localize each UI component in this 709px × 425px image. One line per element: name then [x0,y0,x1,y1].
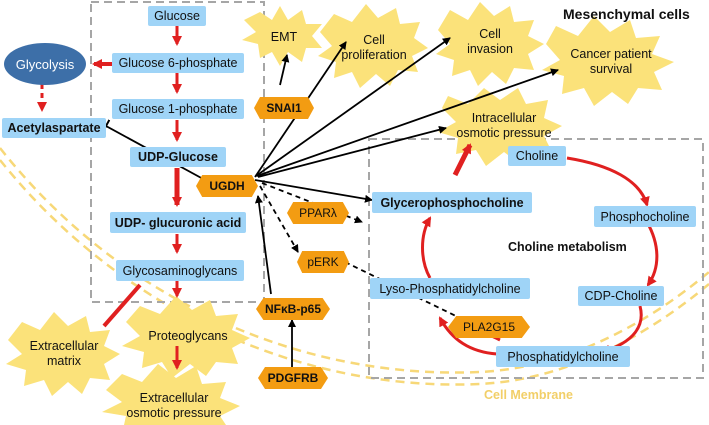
cancer-survival-label: Cancer patient survival [570,47,652,76]
cell-proliferation-label: Cell proliferation [341,33,407,62]
glucose-6-phosphate-node: Glucose 6-phosphate [112,53,244,73]
perk-node: pERK [297,251,349,273]
cdp-choline-node: CDP-Choline [578,286,664,306]
proliferation-burst [318,4,428,88]
pla2g15-node: PLA2G15 [448,316,530,338]
snai1-node: SNAI1 [254,97,314,119]
extracellular-osmotic-label: Extracellular osmotic pressure [126,391,222,420]
ppar-node: PPARλ [287,202,349,224]
udp-glucuronic-acid-node: UDP- glucuronic acid [110,212,246,233]
diagram-title: Mesenchymal cells [563,6,690,22]
nfkb-p65-node: NFκB-p65 [256,298,330,320]
intracellular-osmotic-label: Intracellular osmotic pressure [456,111,552,140]
glycosaminoglycans-node: Glycosaminoglycans [116,260,244,281]
glycolysis-node: Glycolysis [4,43,86,85]
glucose-pathway-arrows [37,26,473,370]
glucose-node: Glucose [148,6,206,26]
ecm-burst [6,312,120,396]
choline-metabolism-region [368,138,704,379]
choline-metabolism-label: Choline metabolism [508,240,627,254]
acetylaspartate-node: Acetylaspartate [2,118,106,138]
choline-node: Choline [508,146,566,166]
phosphocholine-node: Phosphocholine [594,206,696,227]
glucose-1-phosphate-node: Glucose 1-phosphate [112,99,244,119]
udp-glucose-node: UDP-Glucose [130,147,226,167]
cell-membrane-label: Cell Membrane [484,388,573,402]
phosphatidylcholine-node: Phosphatidylcholine [496,346,630,367]
invasion-burst [436,2,544,86]
cell-membrane-arc [0,147,709,374]
pdgfrb-node: PDGFRB [258,367,328,389]
lyso-phosphatidylcholine-node: Lyso-Phosphatidylcholine [370,278,530,299]
ugdh-node: UGDH [196,175,258,197]
emt-label: EMT [270,29,298,44]
glycerophosphocholine-node: Glycerophosphocholine [372,192,532,213]
proteoglycans-label: Proteoglycans [148,328,228,343]
extracellular-matrix-label: Extracellular matrix [29,339,99,368]
proteoglycans-burst [122,296,250,378]
survival-burst [542,16,674,106]
cell-invasion-label: Cell invasion [467,27,513,56]
emt-burst [242,6,322,66]
cell-membrane-arc-inner [0,159,709,386]
extra-osmotic-burst [102,364,240,425]
